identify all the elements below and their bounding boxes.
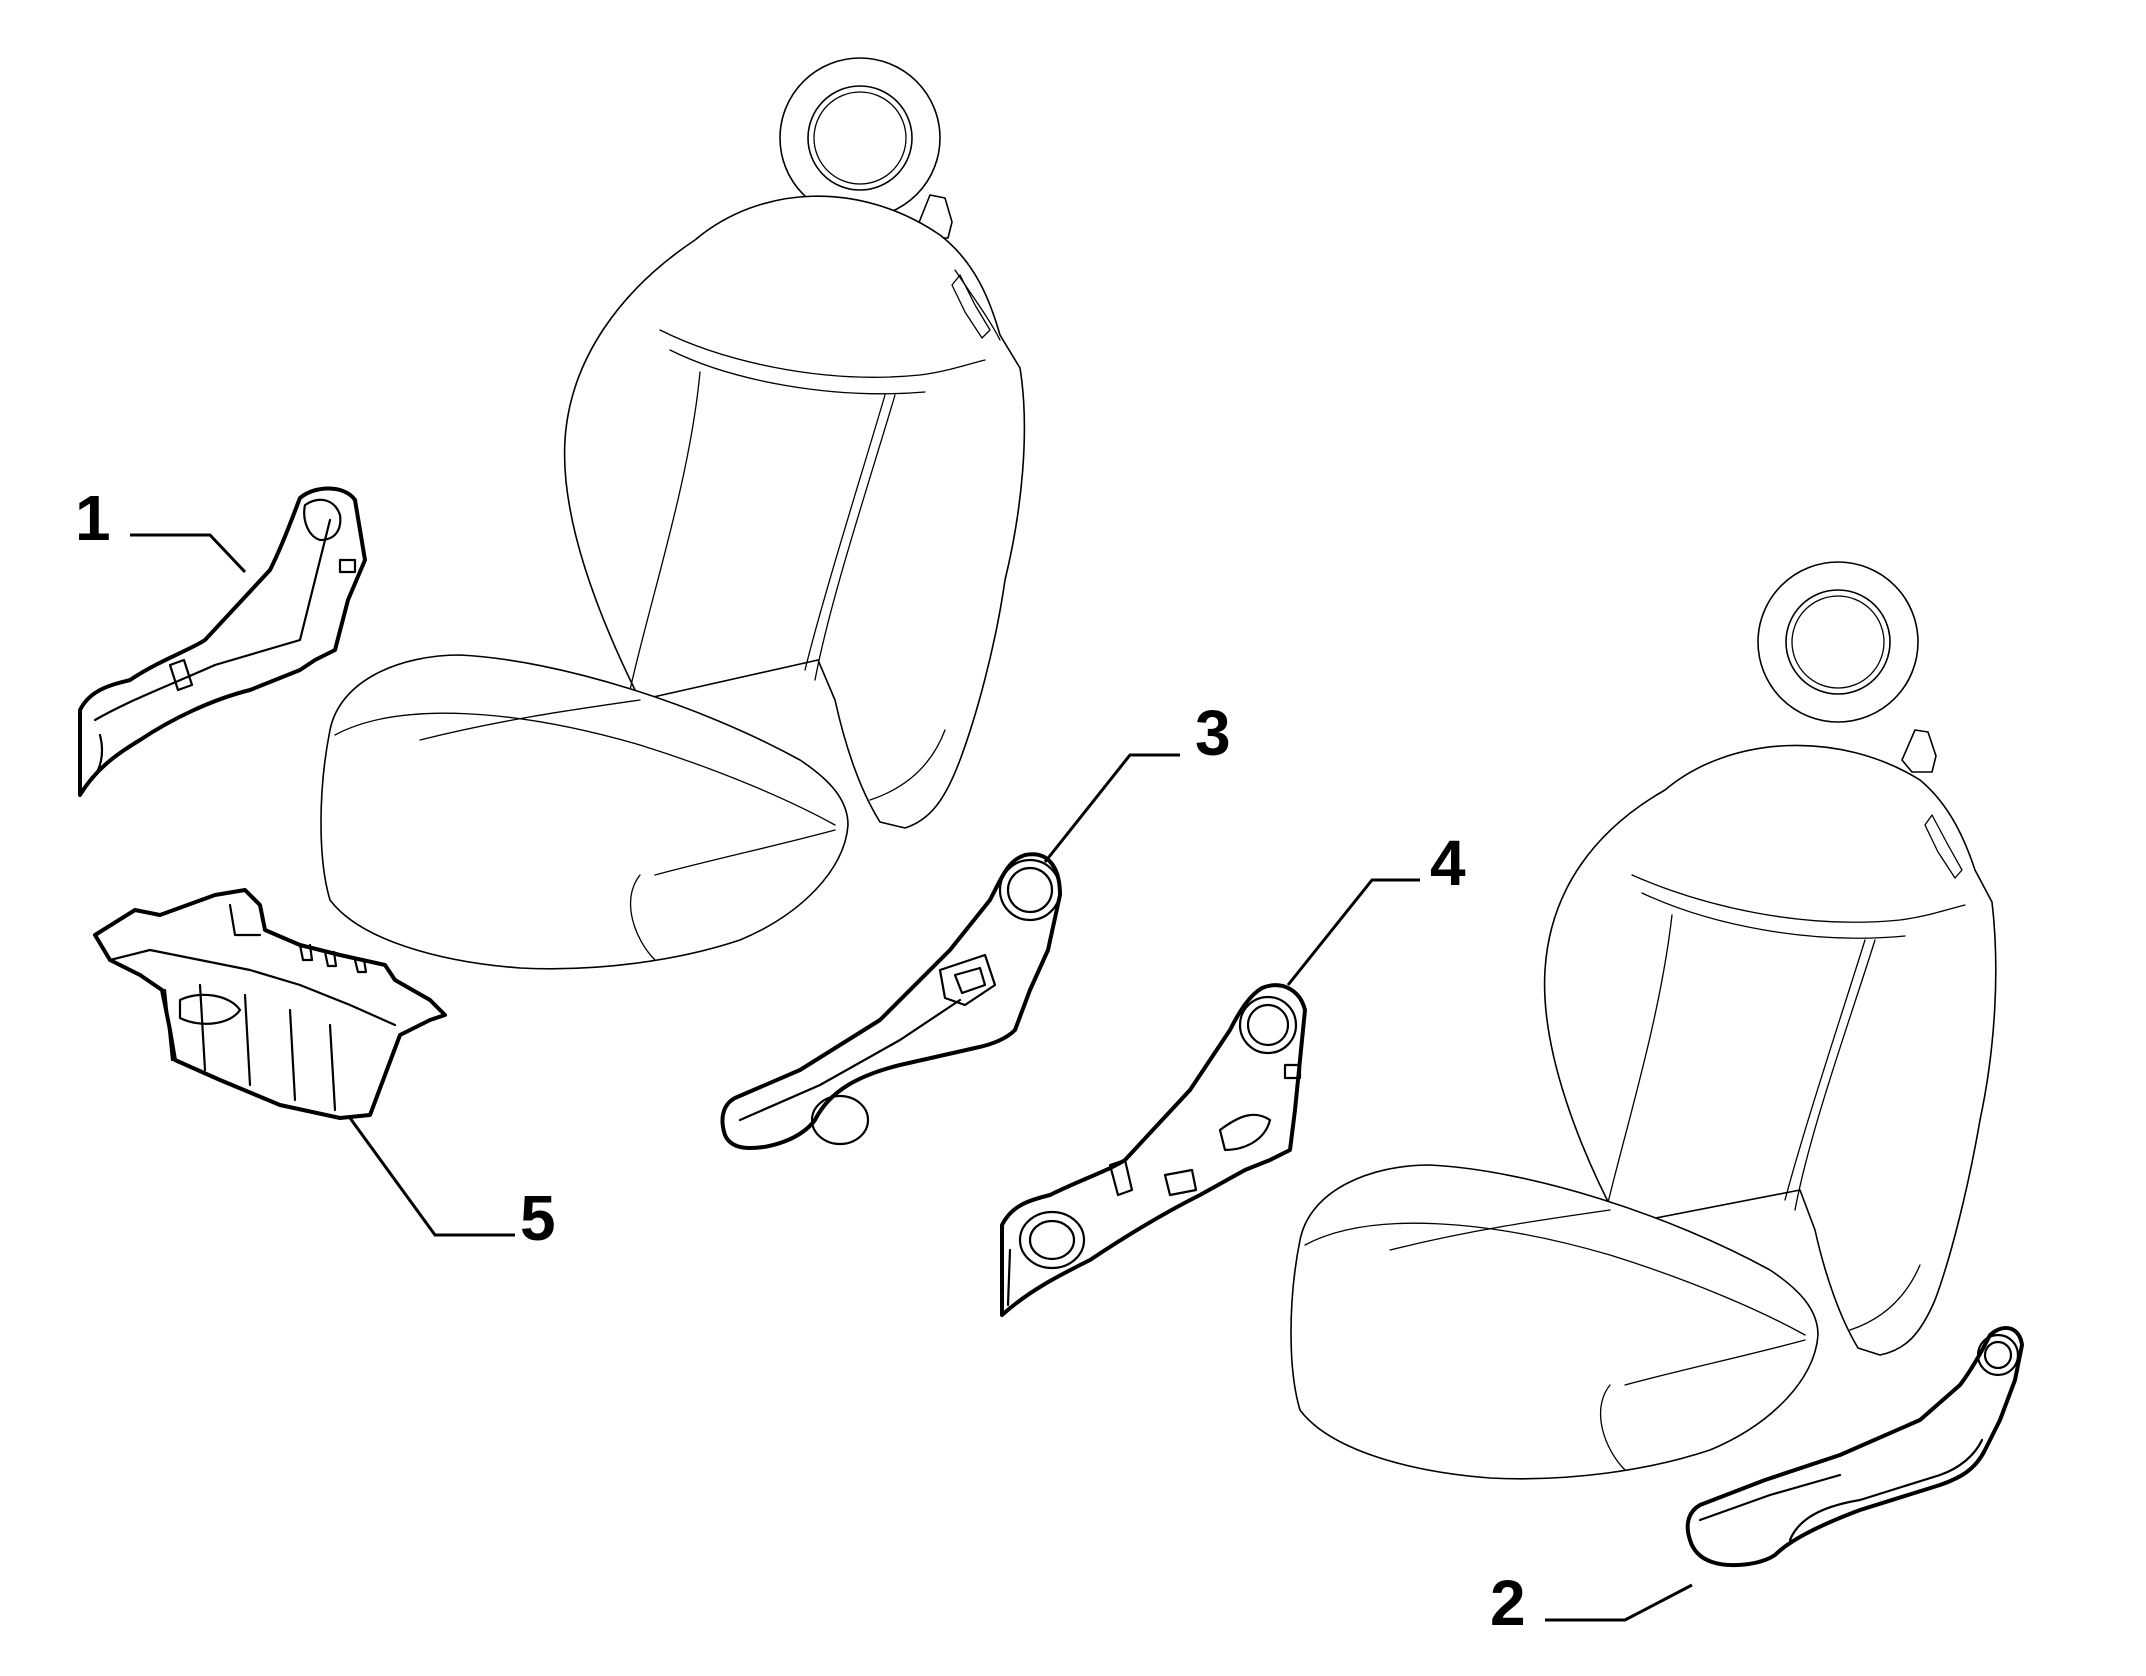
callout-4: 4 [1430, 827, 1466, 899]
leader-2 [1545, 1583, 1693, 1622]
backrest-left [563, 195, 1026, 829]
backrest-right [1543, 744, 1997, 1356]
leader-1 [130, 533, 247, 574]
callout-5: 5 [520, 1182, 556, 1254]
part-4-side-trim [1000, 983, 1307, 1317]
leader-3 [1043, 753, 1180, 863]
callout-2: 2 [1490, 1567, 1526, 1639]
headrest-right [1757, 561, 1937, 773]
leader-5 [348, 1117, 515, 1237]
leader-4 [1286, 878, 1420, 986]
part-2-hinge-cover [1685, 1325, 2024, 1568]
seat-right-illustration [1290, 561, 1997, 1480]
callout-labels: 1 2 3 4 5 [75, 482, 1526, 1639]
callout-1: 1 [75, 482, 111, 554]
part-3-hinge-cover [720, 852, 1062, 1150]
leader-lines [130, 533, 1693, 1622]
part-5-seat-base-tray [93, 888, 447, 1120]
callout-3: 3 [1195, 697, 1231, 769]
cushion-right [1290, 1164, 1819, 1480]
cushion-left [320, 654, 849, 970]
part-1-side-trim [78, 486, 367, 797]
headrest-left [779, 57, 953, 239]
seat-left-illustration [320, 57, 1026, 970]
